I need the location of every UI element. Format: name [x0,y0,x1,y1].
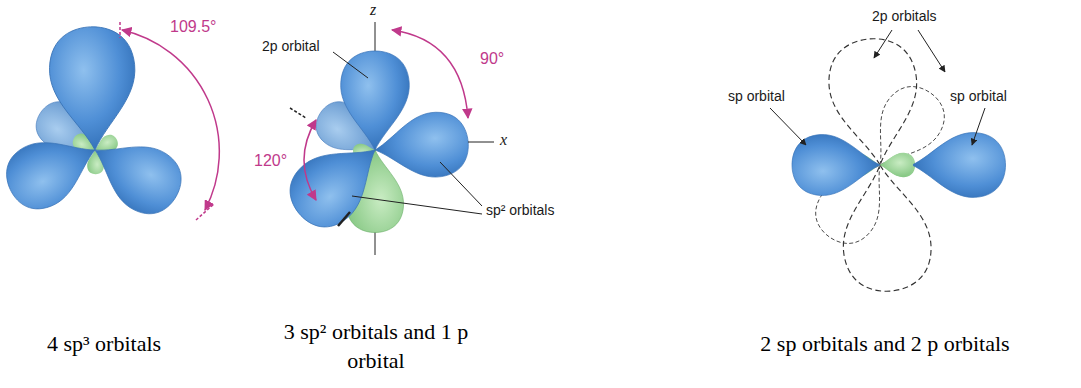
axis-label: z [370,1,376,19]
caption-text: 3 sp² orbitals and 1 p orbital [262,318,490,375]
angle-label: 90° [480,50,504,68]
sp3-orbitals [0,22,219,225]
orbital-label: 2p orbitals [872,8,937,24]
axis-label: x [500,131,507,149]
orbital-label: sp² orbitals [486,202,554,218]
orbital-label: 2p orbital [262,38,320,54]
orbital-label: sp orbital [950,88,1007,104]
sp-orbitals [770,30,1006,295]
angle-label: 109.5° [170,18,216,36]
caption-text: 4 sp³ orbitals [4,330,204,359]
caption-text: 2 sp orbitals and 2 p orbitals [735,330,1035,359]
angle-label: 120° [254,152,287,170]
orbital-label: sp orbital [728,88,785,104]
sp2-orbitals [277,22,494,255]
